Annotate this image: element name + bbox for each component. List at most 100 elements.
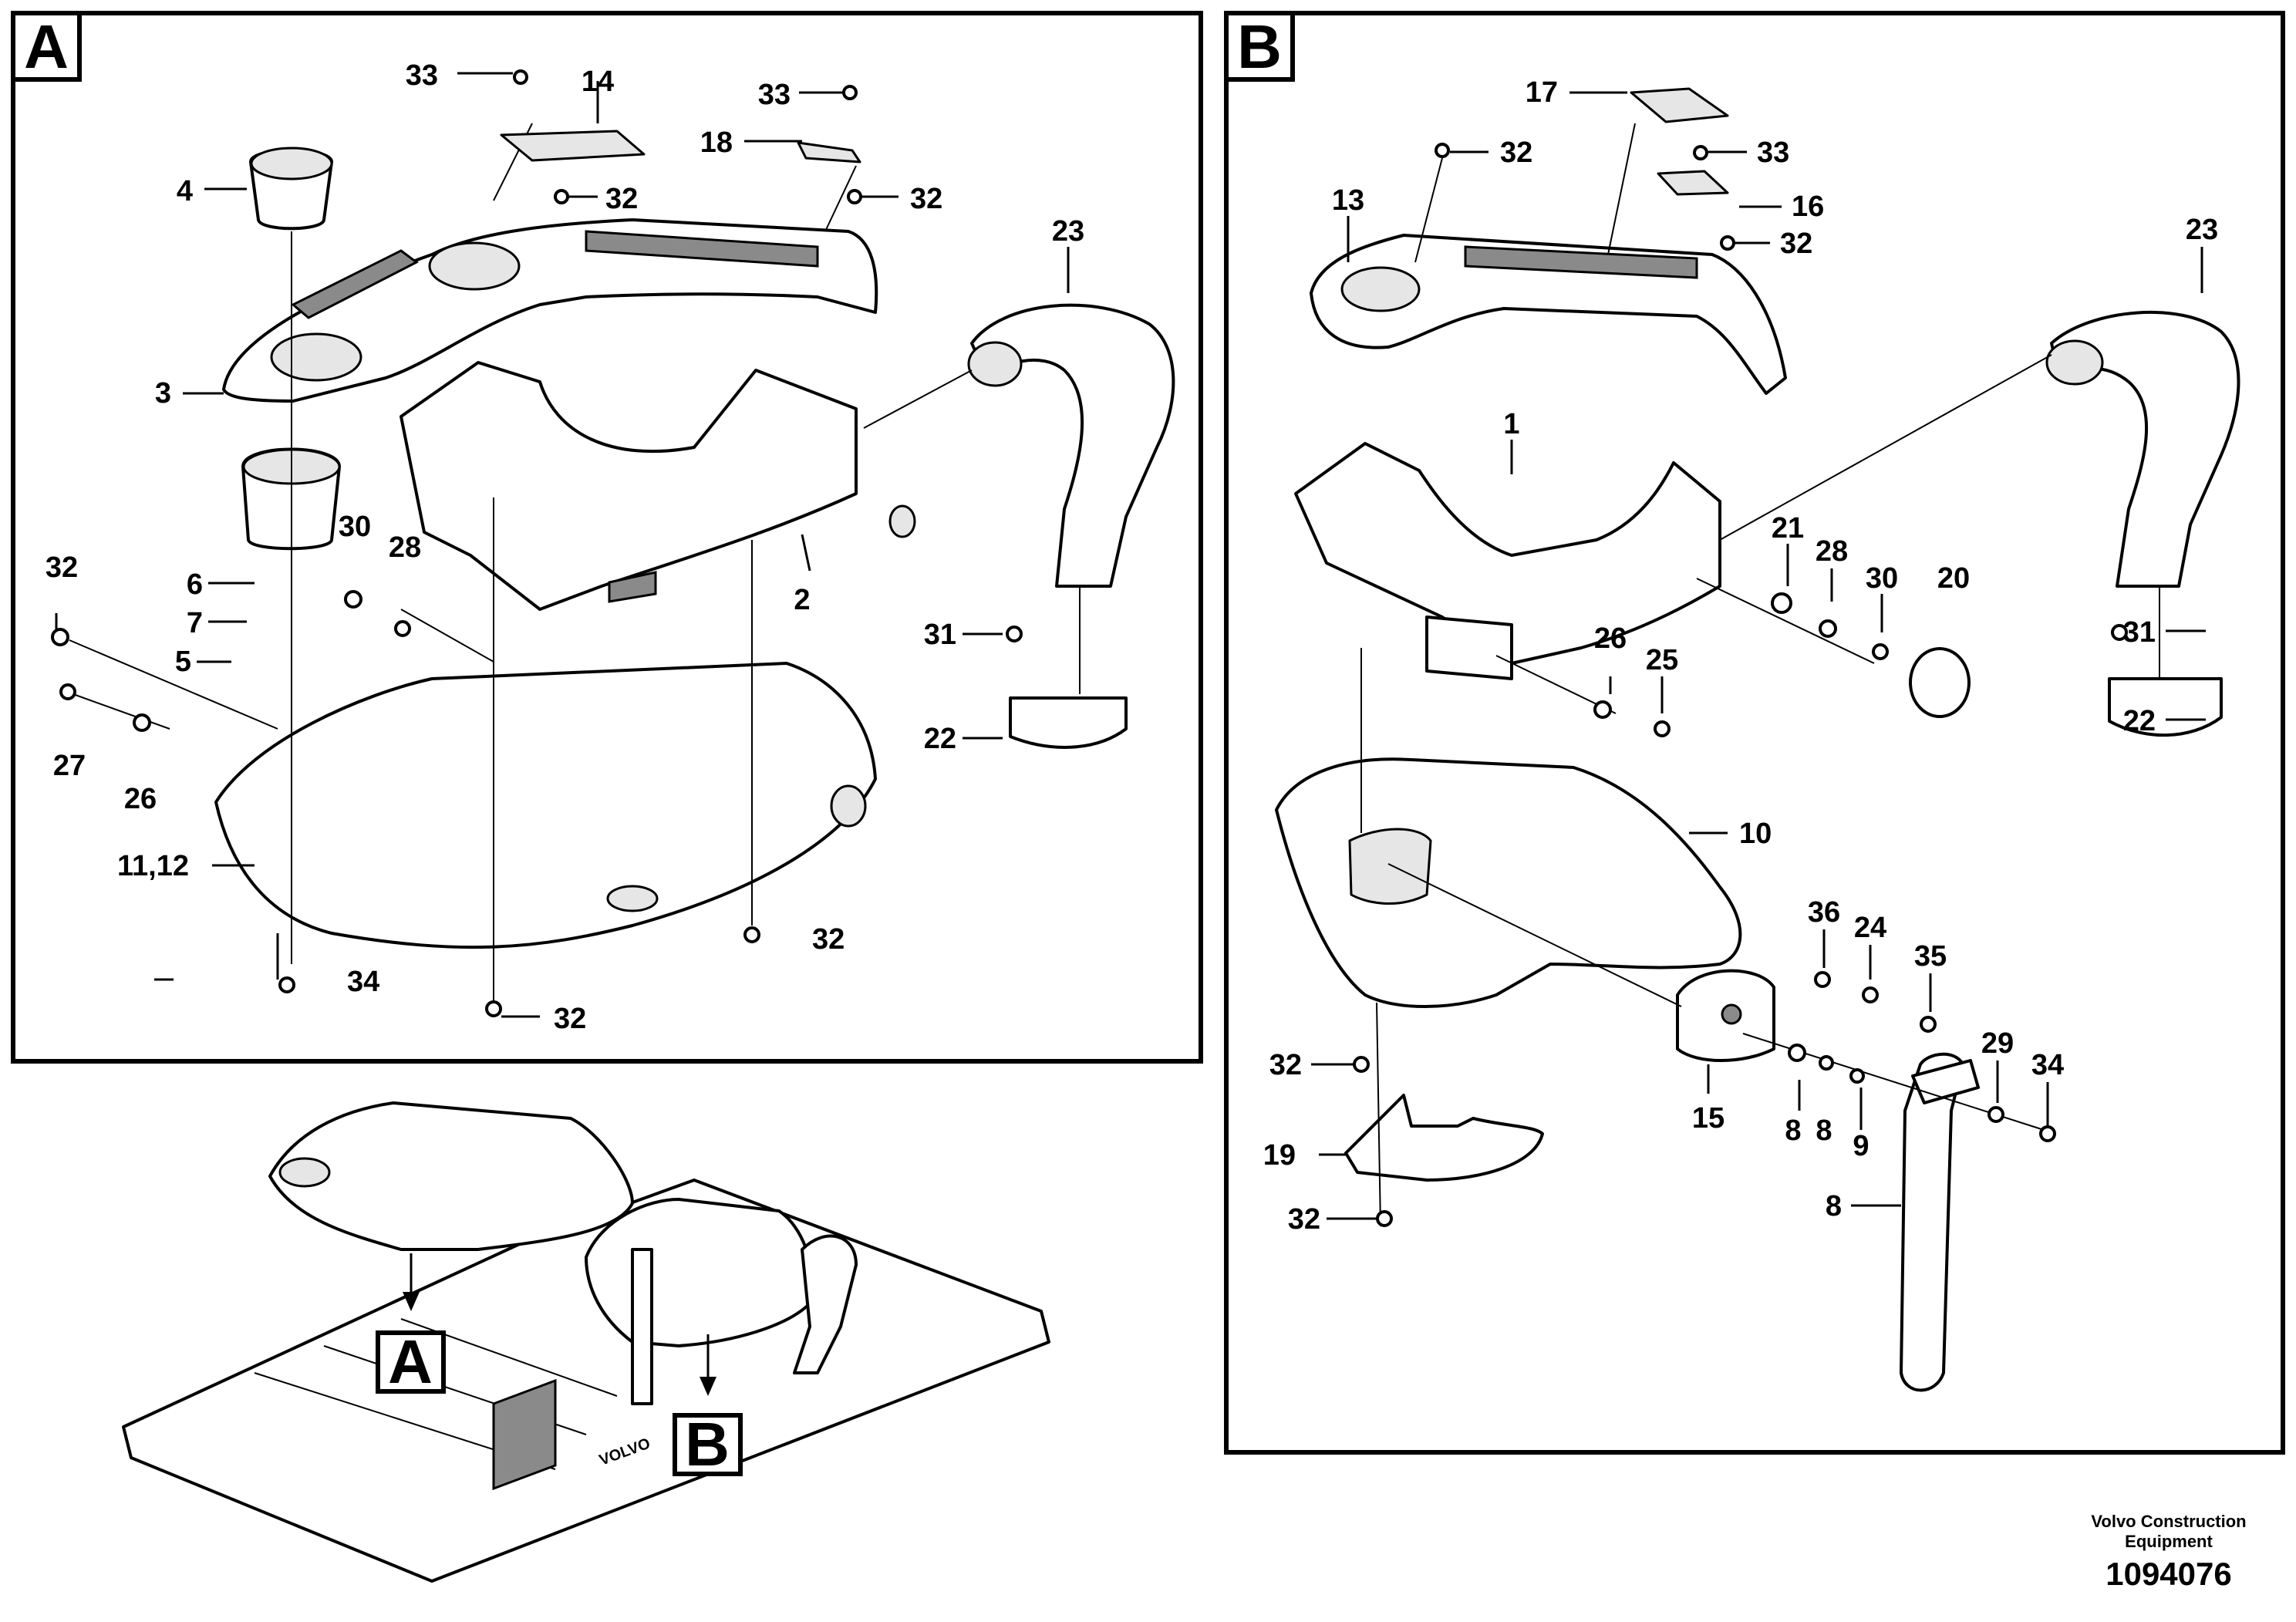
callout-b-31: 31 — [2123, 616, 2156, 649]
callout-b-30: 30 — [1866, 562, 1898, 595]
callout-a-32-left: 32 — [46, 551, 78, 584]
callout-b-15: 15 — [1692, 1102, 1725, 1135]
callout-a-33-right: 33 — [758, 79, 791, 111]
callout-a-34: 34 — [347, 966, 379, 998]
callouts-a: 33 14 33 18 4 32 32 23 3 30 28 32 6 7 5 … — [46, 59, 1084, 1035]
callout-a-33-left: 33 — [406, 59, 438, 92]
part-22-flange-b — [2108, 677, 2223, 737]
callout-b-10: 10 — [1739, 818, 1772, 850]
panel-a-label: A — [24, 12, 69, 81]
overview-box-a — [376, 1330, 446, 1394]
callout-b-22: 22 — [2123, 705, 2156, 737]
overview-left-console — [268, 1101, 634, 1251]
callout-b-33: 33 — [1757, 137, 1789, 169]
callout-b-32-lower: 32 — [1269, 1049, 1302, 1081]
callout-a-18: 18 — [700, 126, 733, 159]
plug — [888, 504, 916, 538]
footer-company-line2: Equipment — [2125, 1532, 2213, 1551]
panel-b: B — [1224, 11, 2285, 1455]
callout-b-34: 34 — [2031, 1049, 2064, 1081]
lever-hub — [1911, 1059, 1980, 1104]
overview-hose — [793, 1234, 858, 1374]
footer-drawing-number: 1094076 — [2106, 1556, 2232, 1592]
callout-b-23: 23 — [2186, 214, 2218, 246]
panel-a-label-box — [11, 11, 82, 82]
part-22-flange — [1009, 696, 1128, 749]
part-17-plate — [1630, 87, 1729, 123]
pad-hole — [1721, 1003, 1742, 1025]
side-cover-opening — [1348, 828, 1432, 905]
panel-b-label: B — [1237, 12, 1282, 81]
hardware-a — [51, 69, 1023, 1017]
tray-slot — [606, 885, 659, 912]
callout-b-32-bottom: 32 — [1288, 1203, 1320, 1236]
callout-b-36: 36 — [1808, 896, 1840, 929]
overview-right-console — [585, 1198, 814, 1347]
part-19-shroud — [1344, 1094, 1544, 1182]
part-23-hose — [970, 303, 1175, 588]
floor-vent — [492, 1378, 557, 1491]
callout-b-8-a: 8 — [1785, 1114, 1801, 1147]
panel-b-frame — [1224, 11, 2285, 1455]
hose-end-b — [2045, 339, 2104, 386]
callouts-b: 17 32 33 13 16 32 23 1 21 28 30 20 31 26… — [1263, 76, 2218, 1236]
callout-b-16: 16 — [1792, 191, 1824, 223]
callout-b-29: 29 — [1981, 1027, 2014, 1060]
overview-drawing: VOLVO A B — [122, 1101, 1050, 1583]
callout-a-14: 14 — [582, 66, 614, 98]
tray-hole — [830, 784, 867, 828]
cup-hole-b — [1340, 266, 1421, 312]
callout-b-13: 13 — [1332, 184, 1364, 217]
callout-b-20: 20 — [1937, 562, 1970, 595]
cup-hole-top — [270, 332, 362, 382]
panel-a-frame — [11, 11, 1203, 1064]
floor-plate — [122, 1179, 1050, 1583]
callout-a-4: 4 — [177, 175, 193, 207]
callout-b-28: 28 — [1816, 535, 1848, 568]
callout-a-28: 28 — [389, 531, 421, 564]
panel-a: A — [11, 11, 1203, 1064]
hardware-b — [1353, 143, 2128, 1227]
callout-a-30: 30 — [339, 511, 371, 543]
callout-b-9: 9 — [1853, 1130, 1869, 1162]
leaders-a — [55, 72, 1081, 1018]
part-23-hose-b — [2050, 310, 2240, 588]
grille-b — [1464, 245, 1698, 279]
callout-a-27: 27 — [53, 750, 86, 782]
cup-hole-upper — [428, 241, 521, 291]
callout-a-32-upper: 32 — [605, 183, 638, 215]
callout-b-25: 25 — [1646, 644, 1678, 676]
arrow-a-head — [403, 1292, 420, 1311]
part-2-housing — [400, 361, 858, 611]
callout-b-1: 1 — [1503, 408, 1519, 440]
grille-a — [585, 230, 819, 268]
housing-slot — [608, 571, 657, 603]
overview-cupholder — [278, 1157, 331, 1188]
part-1-housing — [1294, 442, 1721, 665]
callout-b-32-top: 32 — [1500, 137, 1532, 169]
callout-a-11-12: 11,12 — [117, 850, 189, 882]
callout-a-6: 6 — [187, 568, 203, 601]
callout-b-26: 26 — [1594, 622, 1627, 655]
callout-b-19: 19 — [1263, 1139, 1296, 1172]
callout-a-32-bottom: 32 — [554, 1003, 586, 1035]
overview-label-b: B — [685, 1410, 730, 1479]
callout-a-5: 5 — [175, 646, 191, 678]
callout-a-23: 23 — [1052, 215, 1084, 248]
part-20-cap — [1909, 647, 1971, 718]
callout-b-24: 24 — [1854, 912, 1886, 944]
part-4-cup-rim — [250, 147, 333, 180]
callout-a-32-bottom-mid: 32 — [812, 923, 845, 956]
footer-company-line1: Volvo Construction — [2091, 1512, 2246, 1531]
arrow-b-head — [700, 1377, 716, 1396]
callout-a-32-top-right: 32 — [910, 183, 942, 215]
callout-a-3: 3 — [155, 377, 171, 410]
overview-label-a: A — [388, 1327, 433, 1396]
callout-b-32-mid: 32 — [1780, 228, 1812, 260]
housing-bracket — [1425, 615, 1513, 680]
callout-b-21: 21 — [1772, 512, 1804, 545]
callout-a-2: 2 — [794, 584, 810, 616]
part-16-plate — [1657, 170, 1729, 196]
overview-box-b — [673, 1413, 743, 1476]
